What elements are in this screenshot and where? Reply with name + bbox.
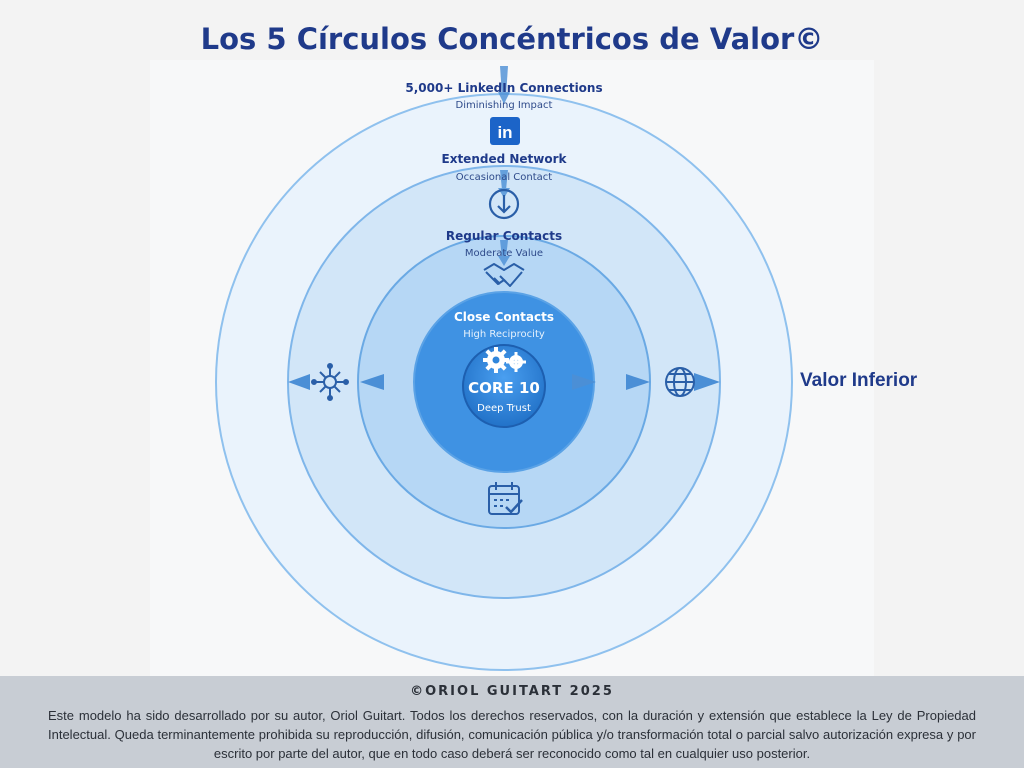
handshake-icon xyxy=(483,263,525,287)
ring-extended-sublabel: Occasional Contact xyxy=(456,172,553,183)
gears-icon xyxy=(483,347,526,373)
page-title: Los 5 Círculos Concéntricos de Valor© xyxy=(200,22,824,56)
globe-icon xyxy=(665,367,695,397)
ring-close-sublabel: High Reciprocity xyxy=(463,329,545,340)
ring-regular-label: Regular Contacts xyxy=(446,229,562,243)
concentric-circles-diagram: 5,000+ LinkedIn Connections Diminishing … xyxy=(215,66,793,671)
side-arrows xyxy=(288,373,720,391)
footer-title: ©ORIOL GUITART 2025 xyxy=(410,684,614,699)
core-circle xyxy=(462,344,546,428)
core-label: CORE 10 xyxy=(468,379,540,397)
ring-outer-sublabel: Diminishing Impact xyxy=(456,100,553,111)
refresh-arrow-icon xyxy=(488,188,520,220)
ring-extended-label: Extended Network xyxy=(442,152,568,166)
network-hub-icon xyxy=(311,363,349,401)
copyright-footer: ©ORIOL GUITART 2025 Este modelo ha sido … xyxy=(0,676,1024,768)
calendar-check-icon xyxy=(488,482,523,515)
footer-text: Este modelo ha sido desarrollado por su … xyxy=(48,708,976,761)
core-sublabel: Deep Trust xyxy=(477,403,531,414)
valor-inferior-label: Valor Inferior xyxy=(800,370,918,391)
ring-close-label: Close Contacts xyxy=(454,310,554,324)
linkedin-icon: in xyxy=(490,117,520,145)
ring-regular-sublabel: Moderate Value xyxy=(465,248,543,259)
svg-text:in: in xyxy=(497,123,512,142)
ring-outer-label: 5,000+ LinkedIn Connections xyxy=(405,81,602,95)
